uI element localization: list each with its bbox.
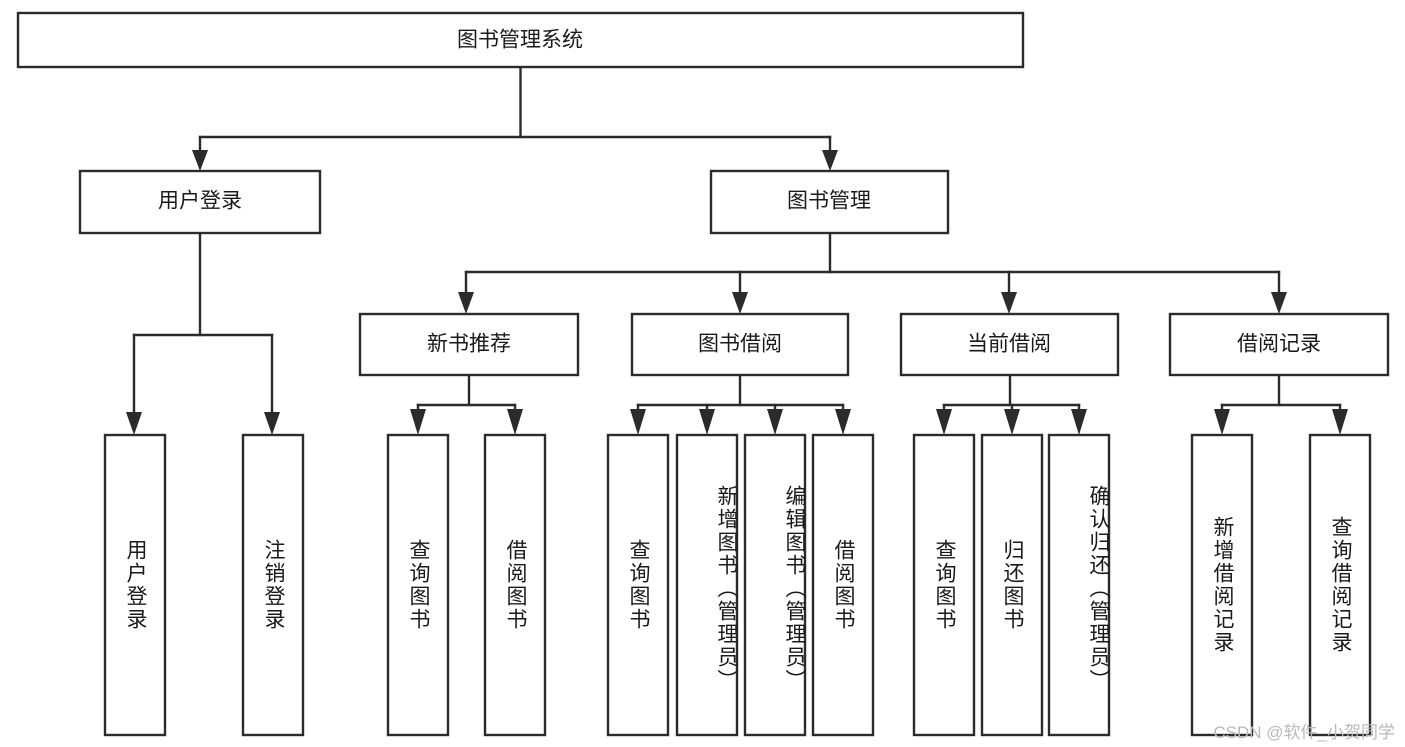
node-leaf-2-label: 查询图书: [407, 539, 431, 631]
csdn-watermark: CSDN @软件_小贺同学: [1213, 723, 1395, 742]
node-leaf-6-box[interactable]: [743, 433, 807, 737]
node-l2-0-label: 新书推荐: [427, 333, 511, 356]
node-leaf-4-box[interactable]: [606, 433, 670, 737]
arrow-head-leaf-4: [630, 409, 646, 435]
arrow-head-l1-0: [192, 150, 208, 171]
node-leaf-10-box[interactable]: [1047, 433, 1111, 737]
arrow-head-leaf-9: [1004, 409, 1020, 435]
arrow-head-leaf-5: [699, 409, 715, 435]
node-leaf-12-box[interactable]: [1308, 433, 1372, 737]
connector-layer: [126, 65, 1348, 435]
node-l2-3-label: 借阅记录: [1237, 333, 1321, 356]
arrow-head-leaf-6: [767, 409, 783, 435]
node-leaf-11-box[interactable]: [1190, 433, 1254, 737]
node-l1-0-label: 用户登录: [158, 190, 242, 213]
arrow-head-l2-3: [1271, 292, 1287, 314]
node-leaf-10-label: 确认归还（管理员）: [1087, 484, 1110, 692]
arrow-head-leaf-11: [1214, 409, 1230, 435]
node-leaf-0-label: 用户登录: [124, 539, 148, 631]
node-leaf-7-label: 借阅图书: [832, 539, 856, 631]
node-leaf-5-box[interactable]: [675, 433, 739, 737]
node-leaf-7-box[interactable]: [811, 433, 875, 737]
node-root-label: 图书管理系统: [457, 29, 583, 52]
node-leaf-11-label: 新增借阅记录: [1211, 516, 1235, 654]
node-layer: 图书管理系统 用户登录 图书管理 新书推荐 图书借阅 当前借阅 借阅记录: [16, 11, 1390, 737]
node-leaf-0-box[interactable]: [103, 433, 167, 737]
arrow-head-leaf-0: [126, 412, 142, 435]
node-root-box[interactable]: [16, 11, 1025, 69]
node-l1-0-box[interactable]: [78, 169, 322, 235]
arrow-head-leaf-10: [1071, 409, 1087, 435]
node-leaf-1-box[interactable]: [241, 433, 305, 737]
node-l2-3-box[interactable]: [1168, 312, 1390, 377]
node-l2-2-box[interactable]: [899, 312, 1120, 377]
node-leaf-6-label: 编辑图书（管理员）: [783, 484, 806, 692]
node-l2-1-label: 图书借阅: [698, 333, 782, 356]
node-leaf-4-label: 查询图书: [627, 539, 651, 631]
node-l1-1-label: 图书管理: [787, 190, 871, 213]
node-leaf-12-label: 查询借阅记录: [1329, 516, 1353, 654]
node-l2-2-label: 当前借阅: [967, 333, 1051, 356]
arrow-head-leaf-12: [1332, 409, 1348, 435]
arrow-head-leaf-7: [835, 409, 851, 435]
node-l2-1-box[interactable]: [630, 312, 850, 377]
arrow-head-leaf-1: [264, 412, 280, 435]
node-leaf-9-label: 归还图书: [1001, 539, 1025, 631]
node-leaf-1-label: 注销登录: [262, 539, 286, 631]
node-leaf-5-label: 新增图书（管理员）: [715, 484, 738, 692]
node-leaf-9-box[interactable]: [980, 433, 1044, 737]
node-leaf-3-label: 借阅图书: [504, 539, 528, 631]
node-leaf-8-box[interactable]: [912, 433, 976, 737]
node-leaf-8-label: 查询图书: [933, 539, 957, 631]
node-l2-0-box[interactable]: [358, 312, 580, 377]
arrow-head-leaf-2: [410, 409, 426, 435]
arrow-head-leaf-8: [936, 409, 952, 435]
arrow-head-l2-0: [458, 292, 474, 314]
arrow-head-l2-1: [732, 292, 748, 314]
arrow-head-l1-1: [822, 150, 838, 171]
node-leaf-2-box[interactable]: [386, 433, 450, 737]
node-l1-1-box[interactable]: [709, 169, 950, 235]
node-leaf-3-box[interactable]: [483, 433, 547, 737]
arrow-head-l2-2: [1001, 292, 1017, 314]
arrow-head-leaf-3: [507, 409, 523, 435]
